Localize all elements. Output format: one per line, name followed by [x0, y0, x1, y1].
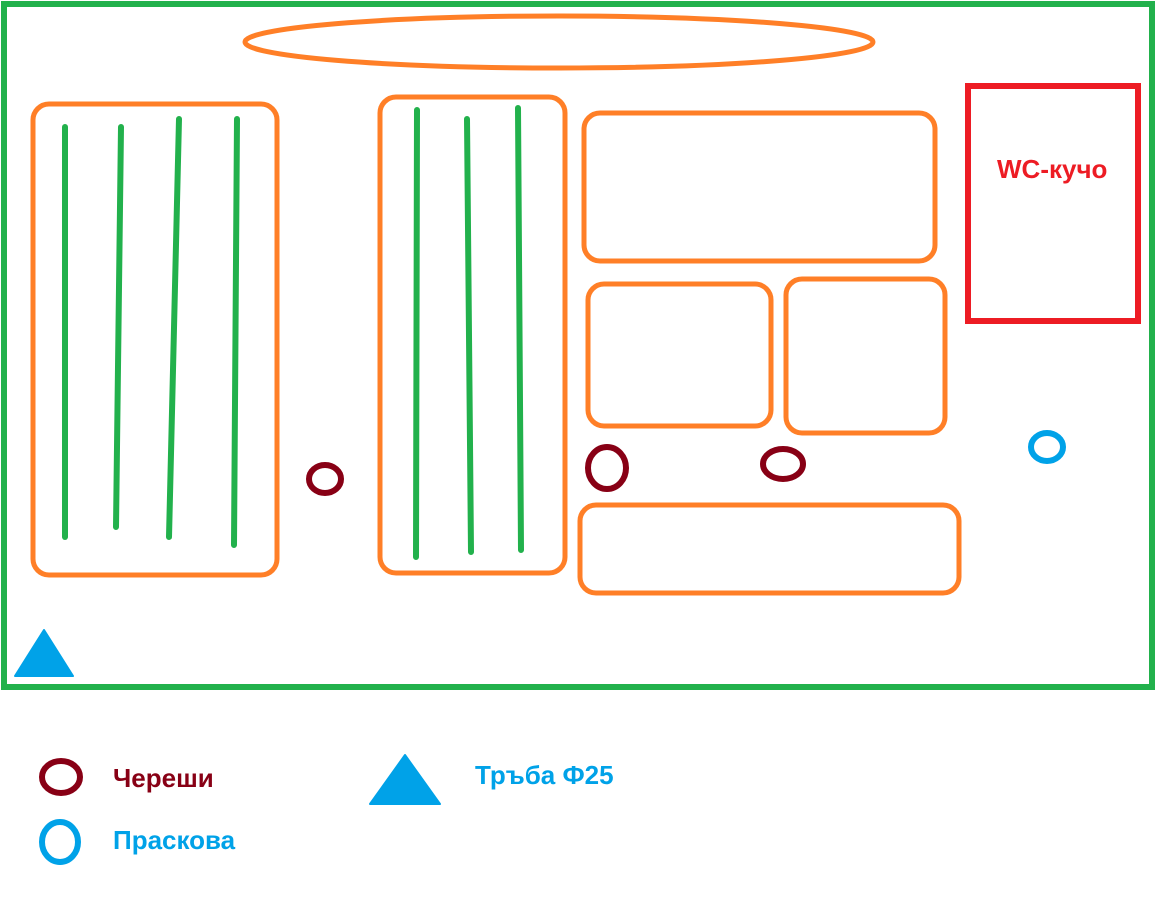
legend-pipe-label: Тръба Ф25: [475, 760, 614, 790]
legend-peach-label: Праскова: [113, 825, 236, 855]
wc-label: WC-кучо: [997, 154, 1108, 184]
pipe-marker: [14, 629, 74, 677]
cherry-tree: [760, 446, 806, 482]
bed-left: [30, 101, 280, 578]
bed-small-right: [783, 276, 948, 436]
bed-bottom: [577, 502, 962, 596]
legend-pipe-icon: [369, 754, 441, 805]
garden-boundary: [1, 1, 1155, 690]
bed-middle: [377, 94, 568, 576]
legend-peach-icon: [39, 819, 81, 865]
legend-cherry-icon: [39, 758, 83, 796]
plant-rows-left: [62, 116, 240, 548]
cherry-tree: [585, 444, 629, 492]
cherry-tree: [306, 462, 344, 496]
bed-top-right: [581, 110, 938, 264]
wc-area: [965, 83, 1141, 324]
legend-cherry-label: Череши: [113, 763, 214, 793]
bed-small-left: [585, 281, 774, 429]
plant-rows-middle: [413, 105, 524, 560]
top-bed: [242, 13, 876, 71]
peach-tree: [1028, 430, 1066, 464]
